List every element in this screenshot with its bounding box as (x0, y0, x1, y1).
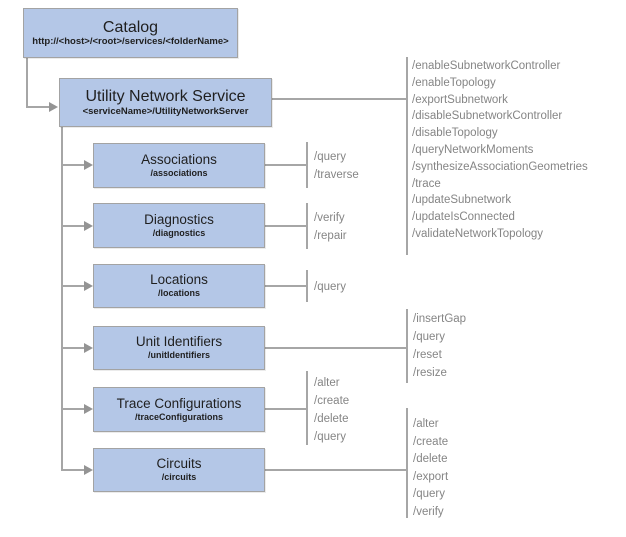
operation-label: /verify (314, 212, 345, 224)
operation-label: /traverse (314, 169, 359, 181)
operation-label: /updateIsConnected (412, 211, 515, 224)
tick-locations-ops (306, 270, 308, 302)
operation-label: /enableSubnetworkController (412, 60, 561, 72)
branch-diagnostics (61, 225, 85, 227)
node-title: Circuits (156, 456, 202, 472)
connector-associations-ops (265, 164, 307, 166)
connector-catalog-horizontal (26, 106, 50, 108)
connector-catalog-vertical (26, 58, 28, 108)
tick-associations-ops (306, 142, 308, 188)
node-title: Catalog (102, 18, 159, 36)
node-title: Unit Identifiers (135, 334, 223, 350)
node-title: Locations (150, 272, 208, 288)
arrowhead-icon (84, 281, 93, 291)
node-title: Utility Network Service (85, 88, 246, 105)
operation-label: /trace (412, 177, 441, 190)
node-subtitle: /traceConfigurations (134, 411, 223, 422)
operation-label: /verify (413, 505, 444, 518)
arrowhead-icon (84, 404, 93, 414)
branch-trace-configurations (61, 408, 85, 410)
branch-associations (61, 164, 85, 166)
connector-circuits-ops (265, 469, 407, 471)
operation-label: /query (413, 488, 445, 500)
operation-label: /validateNetworkTopology (412, 227, 544, 240)
tick-diagnostics-ops (306, 203, 308, 249)
ops-list-unit-identifiers: /insertGap/query/reset/resize (413, 310, 466, 382)
branch-locations (61, 285, 85, 287)
operation-label: /alter (413, 418, 439, 430)
operation-label: /delete (413, 453, 448, 465)
connector-trunk-vertical (61, 127, 63, 471)
arrowhead-icon (84, 343, 93, 353)
arrowhead-icon (84, 465, 93, 475)
node-associations: Associations /associations (93, 143, 265, 188)
ops-list-utility-network-service: /enableSubnetworkController/enableTopolo… (412, 58, 588, 243)
operation-label: /synthesizeAssociationGeometries (412, 160, 588, 173)
branch-unit-identifiers (61, 347, 85, 349)
operation-label: /resize (413, 367, 447, 379)
node-locations: Locations /locations (93, 264, 265, 308)
ops-list-circuits: /alter/create/delete/export/query/verify (413, 416, 448, 521)
connector-uns-ops (272, 98, 406, 100)
node-title: Associations (141, 151, 217, 167)
ops-list-diagnostics: /verify/repair (314, 209, 347, 245)
operation-label: /query (314, 151, 346, 163)
operation-label: /query (314, 281, 346, 293)
node-subtitle: http://<host>/<root>/services/<folderNam… (32, 36, 229, 48)
tick-trace-configurations-ops (306, 371, 308, 445)
node-circuits: Circuits /circuits (93, 448, 265, 492)
operation-label: /exportSubnetwork (412, 93, 508, 106)
branch-circuits (61, 469, 85, 471)
node-title: Trace Configurations (116, 395, 242, 411)
node-subtitle: /circuits (161, 472, 197, 483)
connector-diagnostics-ops (265, 225, 307, 227)
operation-label: /disableSubnetworkController (412, 110, 563, 123)
tick-unit-identifiers-ops (406, 309, 408, 383)
node-unit-identifiers: Unit Identifiers /unitIdentifiers (93, 326, 265, 370)
connector-unit-identifiers-ops (265, 347, 407, 349)
node-trace-configurations: Trace Configurations /traceConfiguration… (93, 387, 265, 432)
operation-label: /create (413, 435, 449, 448)
operation-label: /delete (314, 413, 349, 425)
ops-list-associations: /query/traverse (314, 148, 359, 184)
ops-list-trace-configurations: /alter/create/delete/query (314, 374, 349, 446)
ops-list-locations: /query (314, 278, 346, 296)
operation-label: /queryNetworkMoments (412, 143, 534, 156)
arrowhead-icon (49, 102, 58, 112)
node-catalog: Catalog http://<host>/<root>/services/<f… (23, 8, 238, 58)
operation-label: /reset (413, 349, 442, 361)
operation-label: /alter (314, 377, 340, 389)
operation-label: /repair (314, 230, 347, 242)
tick-uns-ops (406, 57, 408, 255)
connector-trace-configurations-ops (265, 408, 307, 410)
operation-label: /export (413, 470, 449, 483)
arrowhead-icon (84, 221, 93, 231)
operation-label: /enableTopology (412, 76, 496, 89)
operation-label: /create (314, 395, 350, 407)
tick-circuits-ops (406, 408, 408, 518)
node-subtitle: /locations (157, 288, 200, 299)
operation-label: /updateSubnetwork (412, 194, 512, 207)
operation-label: /query (413, 331, 445, 343)
operation-label: /insertGap (413, 313, 467, 325)
node-subtitle: <serviceName>/UtilityNetworkServer (82, 105, 249, 117)
operation-label: /query (314, 431, 346, 443)
node-utility-network-service: Utility Network Service <serviceName>/Ut… (59, 78, 272, 127)
connector-locations-ops (265, 285, 307, 287)
operation-label: /disableTopology (412, 127, 498, 140)
node-subtitle: /associations (150, 167, 208, 178)
node-diagnostics: Diagnostics /diagnostics (93, 203, 265, 248)
node-subtitle: /unitIdentifiers (147, 350, 210, 361)
node-subtitle: /diagnostics (152, 227, 206, 238)
node-title: Diagnostics (144, 211, 214, 227)
arrowhead-icon (84, 160, 93, 170)
